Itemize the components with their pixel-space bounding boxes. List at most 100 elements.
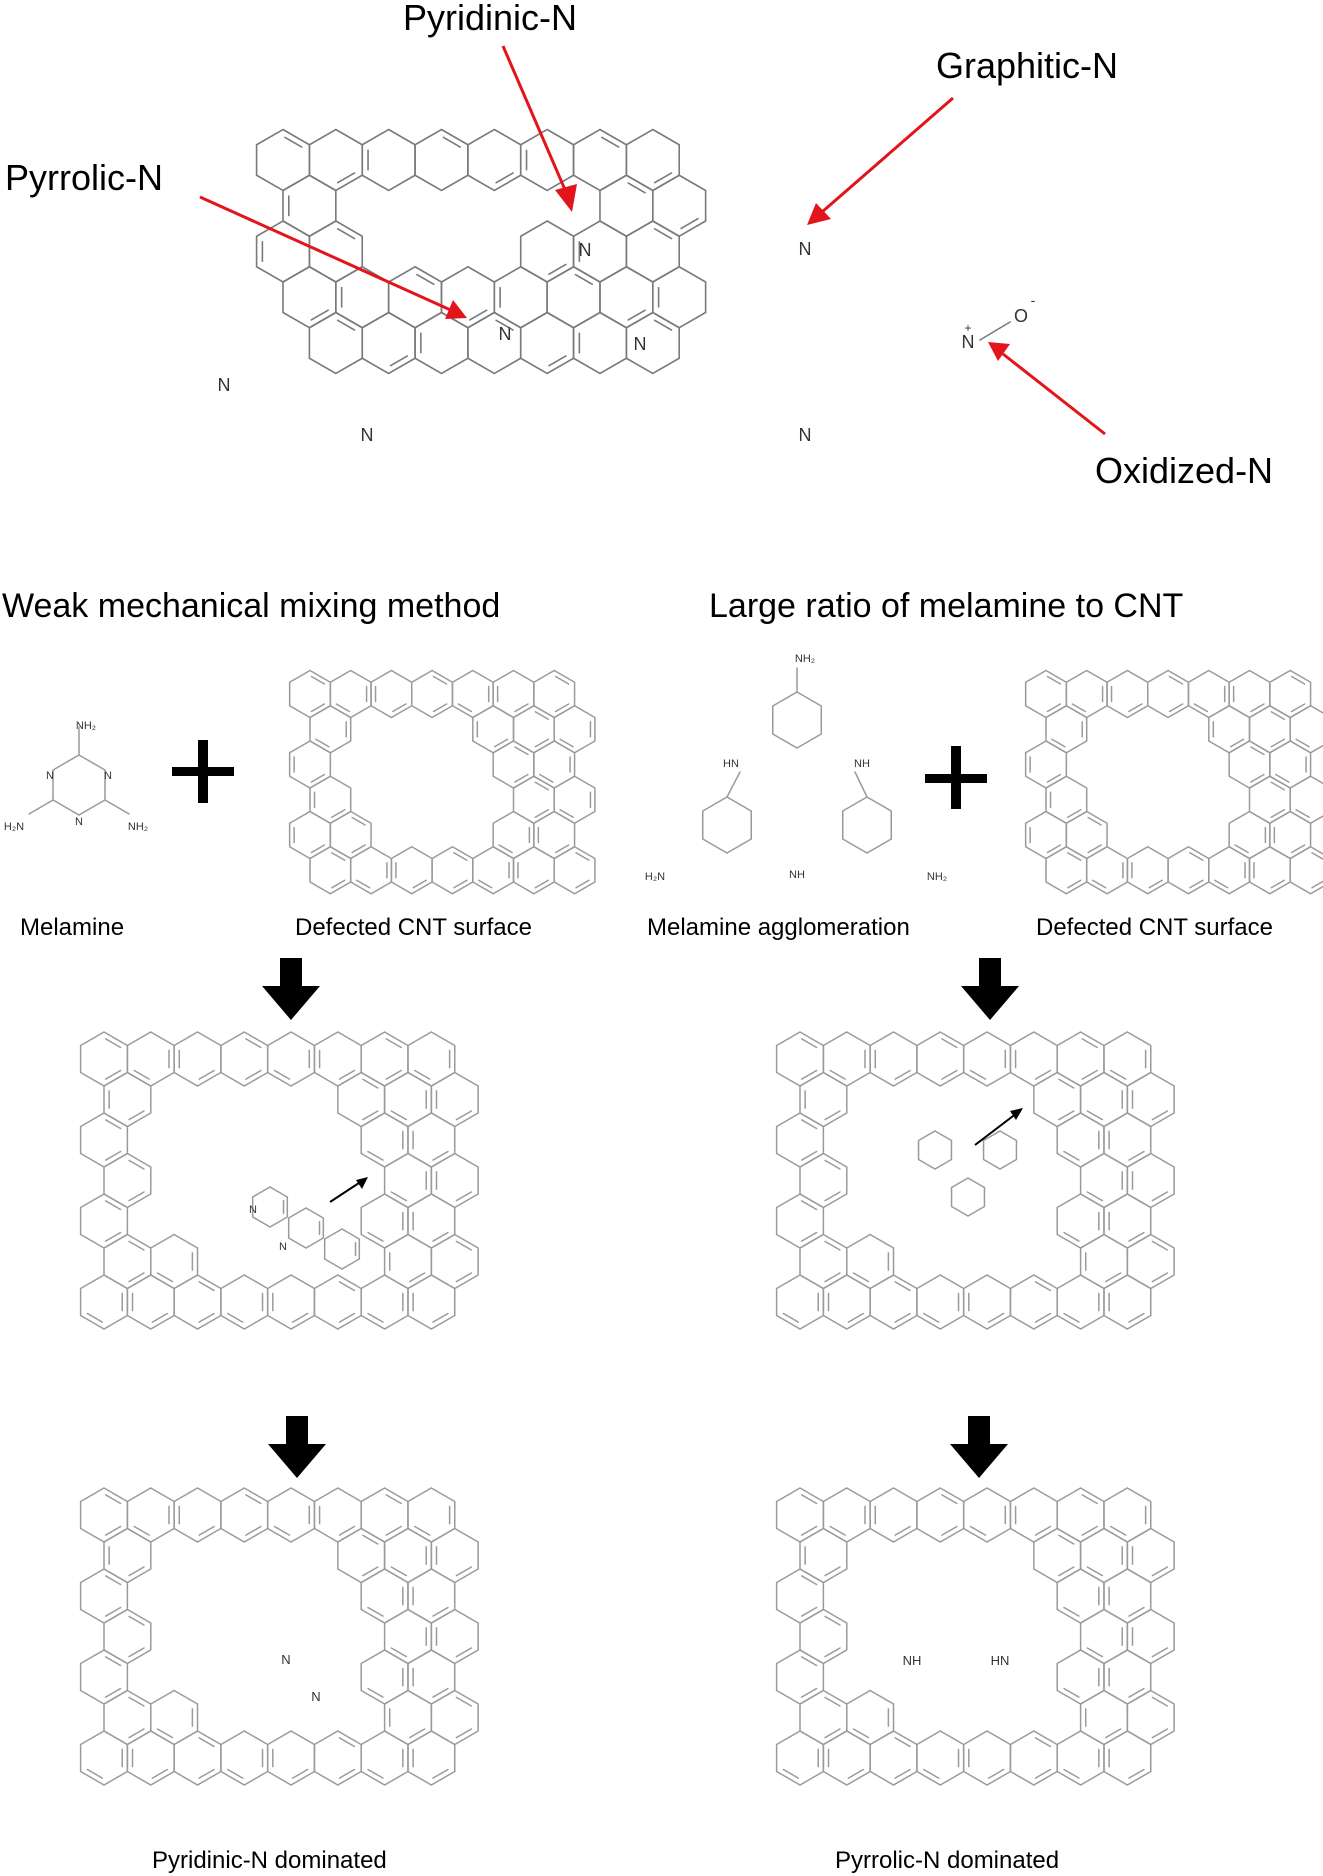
double-bond [128, 1647, 145, 1658]
hexagon-ring [329, 810, 372, 860]
double-bond [493, 738, 509, 748]
hexagon-ring [1024, 740, 1068, 789]
double-bond [226, 1312, 244, 1323]
double-bond [800, 1494, 818, 1505]
graphitic-n-atom: N [799, 239, 812, 259]
double-bond [847, 1768, 865, 1779]
double-bond [554, 675, 570, 685]
double-bond [534, 710, 550, 721]
double-bond [455, 1728, 473, 1739]
double-bond [1128, 1150, 1145, 1161]
double-bond [1295, 738, 1310, 748]
double-bond [1087, 816, 1102, 826]
pyridine-n-atom: N [249, 1204, 257, 1216]
double-bond [414, 1069, 431, 1080]
down-arrow-right-1 [961, 958, 1019, 1020]
double-bond [1086, 1110, 1104, 1121]
hexagon-ring [533, 669, 576, 719]
double-bond [824, 1615, 841, 1626]
hexagon-ring [407, 1568, 456, 1624]
hexagon-ring [430, 1608, 479, 1665]
double-bond [824, 1240, 841, 1251]
double-bond [1087, 844, 1102, 854]
atom-label: N [75, 816, 83, 828]
hexagon-ring [1126, 1527, 1175, 1584]
double-bond [1148, 879, 1163, 889]
double-bond [245, 1038, 262, 1049]
double-bond [1110, 1069, 1127, 1080]
hexagon-ring [553, 704, 596, 754]
double-bond [362, 1534, 379, 1545]
double-bond [1063, 1231, 1080, 1242]
hexagon-ring [799, 1527, 848, 1584]
double-bond [367, 1150, 384, 1161]
hexagon-ring [1056, 1274, 1105, 1330]
double-bond [1234, 844, 1249, 854]
double-bond [1034, 1737, 1052, 1748]
hexagon-ring [1065, 669, 1108, 719]
double-bond [548, 263, 567, 276]
hexagon-ring [869, 1274, 918, 1330]
double-bond [1051, 738, 1066, 748]
double-bond [367, 1768, 384, 1779]
double-bond [1168, 675, 1184, 685]
hexagon-ring [407, 1730, 456, 1786]
double-bond [1151, 1696, 1169, 1707]
hexagon-ring [360, 1031, 409, 1087]
hexagon-ring [519, 128, 575, 192]
hexagon-ring [775, 1568, 825, 1624]
double-bond [1071, 703, 1087, 713]
double-bond [800, 1038, 818, 1049]
hexagon-ring [846, 1689, 895, 1746]
double-bond [1058, 1078, 1075, 1089]
hexagon-ring [1056, 1568, 1105, 1624]
pyridinic-n-label: Pyridinic-N [403, 0, 577, 38]
hexagon-ring [917, 1130, 953, 1170]
double-bond [987, 1768, 1005, 1779]
double-bond [829, 1525, 846, 1536]
amine-group: NH₂ [128, 821, 148, 833]
double-bond [284, 136, 303, 148]
double-bond [432, 1768, 449, 1779]
hexagon-ring [383, 1608, 433, 1665]
double-bond [133, 1069, 150, 1080]
double-bond [104, 1494, 122, 1505]
atom-label: N [104, 770, 112, 782]
double-bond [336, 319, 356, 331]
double-bond [367, 1606, 384, 1617]
hexagon-ring [309, 775, 352, 825]
double-bond [245, 1069, 262, 1080]
double-bond [408, 1272, 426, 1283]
double-bond [104, 1231, 122, 1242]
hexagon-ring [1208, 704, 1251, 754]
double-bond [245, 1525, 262, 1536]
double-bond [1067, 879, 1082, 889]
hexagon-ring [288, 740, 332, 789]
double-bond [554, 844, 570, 854]
hexagon-ring [1045, 704, 1088, 754]
hexagon-ring [126, 1730, 175, 1786]
imine-group: NH [789, 869, 805, 881]
double-bond [495, 319, 514, 331]
double-bond [1128, 1231, 1145, 1242]
hexagon-ring [1056, 1649, 1105, 1705]
double-bond [331, 808, 346, 819]
hexagon-ring [822, 1274, 871, 1330]
hexagon-ring [173, 1487, 222, 1543]
hexagon-ring [79, 1274, 129, 1330]
double-bond [1063, 1768, 1080, 1779]
hexagon-ring [1024, 669, 1068, 719]
double-bond [800, 1150, 818, 1161]
imine-group: NH [854, 758, 870, 770]
double-bond [1128, 1312, 1145, 1323]
double-bond [455, 1696, 473, 1707]
double-bond [128, 1566, 145, 1577]
hexagon-ring [775, 1112, 825, 1168]
hexagon-ring [1167, 845, 1210, 895]
pyrrolic-n-label: Pyrrolic-N [5, 157, 163, 198]
hexagon-ring [173, 1274, 222, 1330]
double-bond [1151, 1728, 1169, 1739]
hexagon-ring [407, 1649, 456, 1705]
hexagon-ring [1024, 810, 1068, 860]
